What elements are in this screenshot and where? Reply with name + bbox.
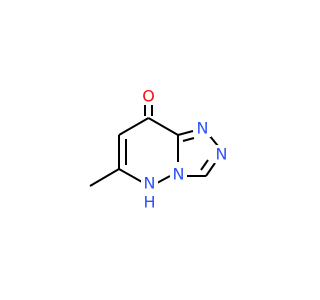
bond-c6-nh (118, 168, 143, 183)
bond-nh-n4 (156, 175, 171, 184)
atom-n4-label: N (173, 165, 185, 184)
bond-n2-c3 (205, 162, 216, 177)
atom-oxygen: O (140, 87, 157, 106)
atom-n1-label: N (197, 119, 209, 138)
atom-n1: N (194, 119, 211, 138)
bond-n2-c3-inner (200, 159, 209, 171)
atom-n2-label: N (216, 145, 228, 164)
bond-c8-c7 (118, 117, 149, 136)
bond-c6-methyl (89, 168, 120, 187)
atom-n4-bridgehead: N (170, 165, 187, 184)
atom-nh: N H (141, 174, 158, 212)
atom-nh-hydrogen-label: H (143, 193, 155, 212)
bond-c8-c8a (148, 117, 179, 136)
atom-labels: O N N N N H (140, 87, 230, 212)
molecule-structure-diagram: O N N N N H (89, 86, 230, 212)
atom-n2: N (213, 145, 230, 164)
bond-c8a-n1-inner (182, 137, 195, 142)
atom-nh-label: N (144, 174, 156, 193)
bonds (89, 104, 219, 187)
atom-oxygen-label: O (142, 87, 155, 106)
bond-c8a-n1 (177, 130, 194, 136)
